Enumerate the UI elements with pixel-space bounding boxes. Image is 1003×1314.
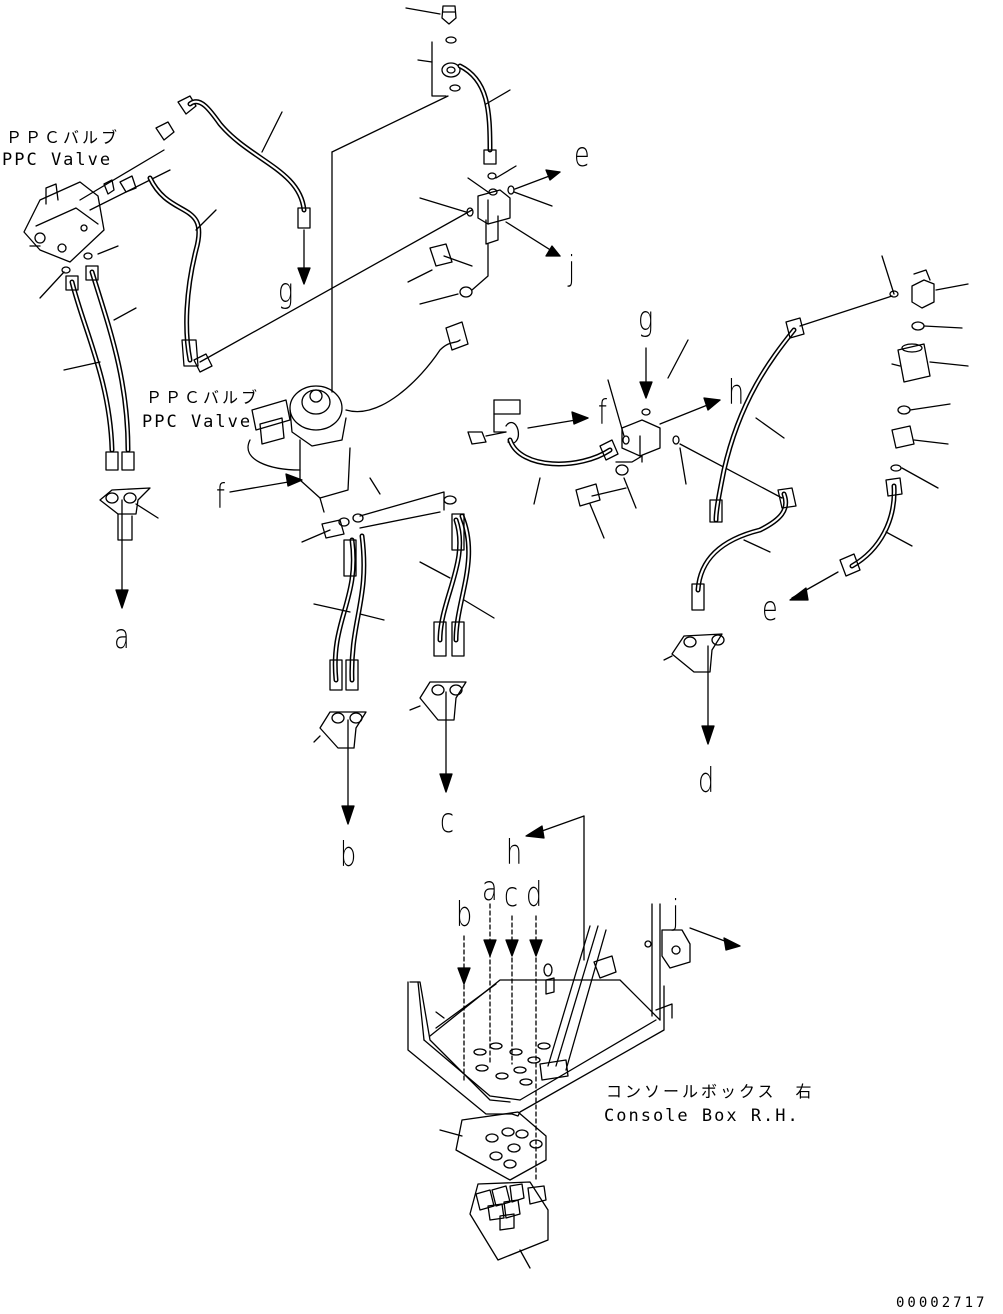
top-fitting-assembly <box>200 6 560 392</box>
ppc-valve-center <box>230 322 494 824</box>
ref-letter-h-right: h <box>728 373 745 413</box>
ppc-valve-mid-jp-label: ＰＰＣバルブ <box>146 388 261 407</box>
ref-letter-d-console: d <box>526 875 543 915</box>
ref-letter-b-console: b <box>456 895 473 935</box>
ppc-valve-top-jp-label: ＰＰＣバルブ <box>6 128 121 147</box>
ref-letter-f-right: f <box>598 393 607 433</box>
console-box-en-label: Console Box R.H. <box>604 1106 800 1126</box>
ref-letter-c: c <box>440 801 455 841</box>
ref-letter-j-top: j <box>568 249 576 289</box>
ref-letter-a: a <box>114 617 130 657</box>
ppc-valve-top-en-label: PPC Valve <box>2 150 113 170</box>
ref-letter-e-right: e <box>762 589 778 629</box>
ref-letter-j-bottom: j <box>672 893 680 933</box>
ref-letter-g-left: g <box>278 271 294 311</box>
drawing-code: 00002717 <box>896 1295 988 1311</box>
ref-letter-g-right: g <box>638 299 654 339</box>
ref-letter-d: d <box>698 761 715 801</box>
ref-letter-h-bottom: h <box>506 833 523 873</box>
console-box-jp-label: コンソールボックス 右 <box>606 1082 815 1101</box>
ref-letter-b: b <box>340 835 357 875</box>
console-box <box>408 816 740 1268</box>
ppc-valve-mid-en-label: PPC Valve <box>142 412 253 432</box>
ref-letter-c-console: c <box>504 875 519 915</box>
far-right-fittings <box>790 270 968 600</box>
ref-letter-e-top: e <box>574 135 590 175</box>
ref-letter-f-left: f <box>216 477 225 517</box>
ppc-valve-left <box>24 96 310 608</box>
ref-letter-a-console: a <box>482 869 498 909</box>
right-block-assembly <box>468 256 898 744</box>
